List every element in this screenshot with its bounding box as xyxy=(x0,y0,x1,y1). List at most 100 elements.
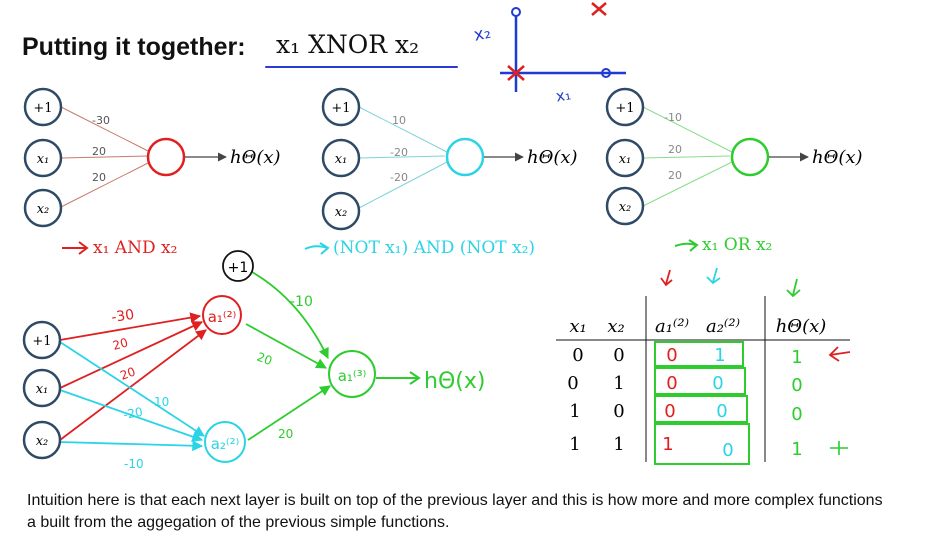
bias-node xyxy=(605,87,645,127)
cell-h: 0 xyxy=(791,375,802,396)
weight-label: 10 xyxy=(392,114,406,127)
weight-label: -10 xyxy=(664,111,682,124)
hidden-row-box xyxy=(654,367,746,395)
hidden-bias-label: +1 xyxy=(228,260,249,276)
hidden-row-box xyxy=(654,423,750,465)
output-label: hΘ(x) xyxy=(527,147,578,168)
cell-a2: 0 xyxy=(722,440,733,461)
cell-h: 1 xyxy=(791,439,802,460)
function-label: x₁ AND x₂ xyxy=(93,238,177,258)
cell-x1: 0 xyxy=(572,345,583,366)
slide-title: Putting it together: xyxy=(22,33,246,61)
table-header: x₂ xyxy=(607,316,624,337)
weight-label: 10 xyxy=(154,395,169,409)
cell-x2: 1 xyxy=(613,373,624,394)
weight-label: -30 xyxy=(110,307,135,326)
output-label: hΘ(x) xyxy=(230,147,281,168)
output-neuron xyxy=(445,137,485,177)
weight-label: -10 xyxy=(290,294,313,310)
cell-h: 0 xyxy=(791,404,802,425)
output-label: hΘ(x) xyxy=(812,147,863,168)
cell-x1: 1 xyxy=(569,434,580,455)
bias-node xyxy=(23,87,63,127)
input-node-x1 xyxy=(23,138,63,178)
weight-label: -10 xyxy=(124,457,144,471)
bias-node xyxy=(22,320,62,360)
weight-label: 20 xyxy=(668,143,682,156)
cell-x2: 0 xyxy=(613,345,624,366)
x2-label: x₂ xyxy=(619,200,632,215)
bias-label: +1 xyxy=(33,101,52,116)
weight-label: 20 xyxy=(92,171,106,184)
truth-table: x₁ x₂ a₁⁽²⁾ a₂⁽²⁾ hΘ(x) 0 0 0 1 1 0 1 0 … xyxy=(556,267,851,465)
x2-label: x₂ xyxy=(37,202,50,217)
weight-label: 20 xyxy=(92,145,106,158)
a3-label: a₁⁽³⁾ xyxy=(338,367,367,385)
hidden-row-box xyxy=(654,395,748,423)
function-label: x₁ OR x₂ xyxy=(702,235,772,255)
table-header: a₁⁽²⁾ xyxy=(655,316,689,337)
bias-label: +1 xyxy=(331,101,350,116)
weight-label: 20 xyxy=(255,350,274,368)
output-neuron-a3 xyxy=(328,350,376,398)
x1-label: x₁ xyxy=(37,152,50,167)
x2-label: x₂ xyxy=(36,434,49,449)
title-underline xyxy=(265,66,458,68)
function-label: (NOT x₁) AND (NOT x₂) xyxy=(333,238,535,258)
cell-x1: 0 xyxy=(567,373,578,394)
weight-label: 20 xyxy=(118,364,137,382)
cell-a2: 0 xyxy=(712,373,723,394)
bias-label: +1 xyxy=(615,101,634,116)
x1-label: x₁ xyxy=(335,152,348,167)
axis-y-label: x₂ xyxy=(472,23,493,46)
network-or: +1 x₁ x₂ -10 20 20 hΘ(x) x₁ OR x₂ xyxy=(605,87,863,255)
input-node-x2 xyxy=(22,420,62,460)
cell-a1: 0 xyxy=(664,401,675,422)
a2-label: a₂⁽²⁾ xyxy=(211,435,240,453)
output-neuron xyxy=(730,137,770,177)
network-and: +1 x₁ x₂ -30 20 20 hΘ(x) x₁ AND x₂ xyxy=(23,87,281,258)
table-header: x₁ xyxy=(569,316,586,337)
input-node-x2 xyxy=(321,191,361,231)
cell-x2: 1 xyxy=(613,434,624,455)
cell-x2: 0 xyxy=(613,401,624,422)
cell-a1: 1 xyxy=(662,434,673,455)
bias-label: +1 xyxy=(32,334,51,349)
weight-label: -20 xyxy=(122,405,144,422)
hidden-neuron-a2 xyxy=(204,421,246,463)
axis-x-label: x₁ xyxy=(554,85,572,105)
input-node-x1 xyxy=(22,368,62,408)
output-label: hΘ(x) xyxy=(424,369,485,394)
output-neuron xyxy=(146,137,186,177)
a1-label: a₁⁽²⁾ xyxy=(208,308,237,326)
weight-label: -30 xyxy=(92,114,110,127)
weight-label: -20 xyxy=(390,171,408,184)
weight-label: 20 xyxy=(668,169,682,182)
input-node-x2 xyxy=(23,188,63,228)
cell-a2: 1 xyxy=(714,345,725,366)
x1-label: x₁ xyxy=(36,382,49,397)
hidden-row-box xyxy=(654,341,744,367)
weight-label: -20 xyxy=(390,146,408,159)
caption-text: Intuition here is that each next layer i… xyxy=(27,492,883,531)
table-header: a₂⁽²⁾ xyxy=(706,316,740,337)
cell-a1: 0 xyxy=(666,373,677,394)
input-node-x1 xyxy=(321,138,361,178)
network-nor: +1 x₁ x₂ 10 -20 -20 hΘ(x) (NOT x₁) AND (… xyxy=(304,87,578,258)
axes-sketch: x₂ x₁ xyxy=(472,2,626,106)
cell-x1: 1 xyxy=(569,401,580,422)
cell-a2: 0 xyxy=(716,401,727,422)
hidden-bias-node xyxy=(222,250,254,282)
bias-node xyxy=(321,87,361,127)
cell-a1: 0 xyxy=(666,345,677,366)
slide-title-math: x₁ XNOR x₂ xyxy=(276,30,420,59)
input-node-x2 xyxy=(605,186,645,226)
network-xnor: +1 x₁ x₂ a₁⁽²⁾ a₂⁽²⁾ +1 a₁⁽³⁾ hΘ(x) -30 … xyxy=(22,250,485,471)
weight-label: 20 xyxy=(278,427,293,441)
cell-h: 1 xyxy=(791,347,802,368)
x2-label: x₂ xyxy=(335,205,348,220)
weight-label: 20 xyxy=(111,335,129,352)
x1-label: x₁ xyxy=(619,152,632,167)
input-node-x1 xyxy=(605,138,645,178)
